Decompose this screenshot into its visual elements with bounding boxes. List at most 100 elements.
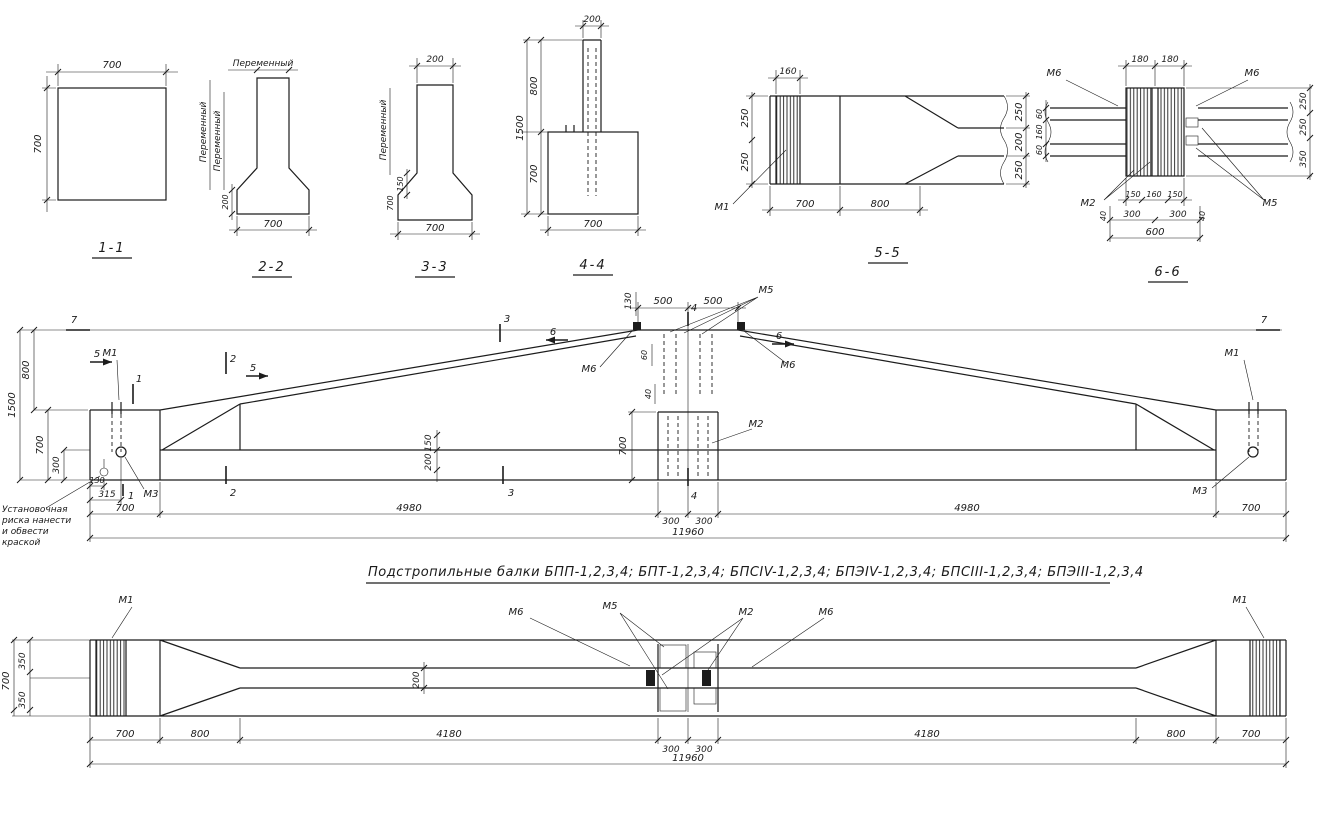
dimension-ticks <box>16 304 1290 542</box>
section-view-1-1: 700 700 1-1 <box>33 60 178 259</box>
note-line: риска нанести <box>1 516 71 526</box>
section-2-2-outline <box>236 77 310 215</box>
dim-label: 700 <box>529 164 540 183</box>
dim-label: 800 <box>190 729 209 740</box>
joint-plate-hatch <box>659 687 687 712</box>
break-lines <box>1044 101 1294 163</box>
dim-label: 500 <box>653 296 672 307</box>
section-label: 4-4 <box>579 258 606 273</box>
section-4-4-stem <box>565 39 602 132</box>
plan-view: М1 М6 М5 М2 М6 М1 700 350 350 200 700 80… <box>1 595 1290 768</box>
m6-embed-right <box>737 322 745 330</box>
dim-label: 800 <box>870 199 889 210</box>
dim-label: 130 <box>624 292 634 309</box>
mark-label-m1: М1 <box>103 348 118 359</box>
cut-mark-4: 4 <box>691 303 697 314</box>
section-3-3-outline <box>397 84 473 221</box>
cut-mark-5: 5 <box>250 363 256 374</box>
dim-label: 250 <box>1014 102 1025 121</box>
dim-label: 250 <box>740 152 751 171</box>
cut-mark-6: 6 <box>776 331 782 342</box>
section-mark-arrows <box>103 336 794 380</box>
section-label: 3-3 <box>421 260 448 275</box>
dim-label: Переменный <box>213 111 223 172</box>
dim-label: 700 <box>1241 729 1260 740</box>
dimension-ticks <box>748 74 1030 214</box>
dim-label: Переменный <box>199 102 209 163</box>
dim-label: 700 <box>795 199 814 210</box>
dimension-lines <box>521 20 646 236</box>
mark-label-m1: М1 <box>1225 348 1240 359</box>
m6-embed-left <box>633 322 641 330</box>
mark-label-m6: М6 <box>819 607 834 618</box>
section-view-4-4: 200 800 1500 700 700 4-4 <box>515 15 646 276</box>
dim-label: 500 <box>703 296 722 307</box>
embed-plate-hatch <box>776 96 800 184</box>
dim-label: 250 <box>740 108 751 127</box>
mark-label-m1: М1 <box>715 202 730 213</box>
section-label: 5-5 <box>874 246 901 261</box>
cut-mark-2: 2 <box>230 488 236 499</box>
dim-label: 700 <box>1241 503 1260 514</box>
dim-label: 700 <box>115 503 134 514</box>
dim-label: 180 <box>1161 55 1178 65</box>
dim-label: 200 <box>426 55 443 65</box>
dim-label: 800 <box>21 360 32 379</box>
section-4-4-base <box>547 131 639 215</box>
mark-label-m1: М1 <box>1233 595 1248 606</box>
dim-label: 350 <box>18 691 28 708</box>
dim-label: 300 <box>52 456 62 473</box>
dim-label-total: 11960 <box>672 527 704 538</box>
joint-plate-hatch <box>693 687 717 705</box>
dim-label: 150 <box>1167 190 1182 199</box>
dim-label: 300 <box>662 745 679 755</box>
dim-label: 1500 <box>7 392 18 417</box>
dim-label: 4180 <box>914 729 939 740</box>
dim-label: 300 <box>695 517 712 527</box>
anchor-dashed-lines <box>111 334 1259 476</box>
dimension-ticks <box>228 66 313 234</box>
dim-label: 350 <box>1299 150 1309 167</box>
dim-label: 4180 <box>436 729 461 740</box>
section-view-5-5: 160 250 250 250 200 250 700 800 М1 5-5 <box>715 67 1030 264</box>
dim-label: 60 <box>640 350 649 360</box>
section-label: 2-2 <box>258 260 285 275</box>
cut-mark-7: 7 <box>71 315 78 326</box>
m2-bolt <box>702 670 711 686</box>
mark-label-m3: М3 <box>1193 486 1208 497</box>
dim-label: 150 <box>1125 190 1140 199</box>
cut-mark-3: 3 <box>504 314 510 325</box>
dim-label: 315 <box>98 490 115 500</box>
dim-label: 800 <box>529 76 540 95</box>
mark-label-m2: М2 <box>739 607 754 618</box>
mark-label-m5: М5 <box>603 601 618 612</box>
dim-label: 160 <box>779 67 796 77</box>
break-line <box>1000 95 1008 185</box>
dim-label: 700 <box>102 60 121 71</box>
dim-label: 700 <box>1 671 12 690</box>
mark-label-m6: М6 <box>781 360 796 371</box>
title-text: Подстропильные балки БПП-1,2,3,4; БПТ-1,… <box>368 565 1144 580</box>
note-line: Установочная <box>2 505 68 515</box>
dim-label-total: 11960 <box>672 753 704 764</box>
dim-label: 160 <box>1035 124 1044 139</box>
dim-label: 200 <box>1014 132 1025 151</box>
drawing-title: Подстропильные балки БПП-1,2,3,4; БПТ-1,… <box>366 565 1144 584</box>
dim-label: 180 <box>1131 55 1148 65</box>
cut-mark-1: 1 <box>136 374 142 385</box>
m1-plate-hatch-right <box>1250 640 1280 716</box>
joint-plate-hatch <box>693 651 717 669</box>
dim-label: 200 <box>221 194 230 209</box>
dim-label: 700 <box>33 134 44 153</box>
mark-label-m6: М6 <box>1047 68 1062 79</box>
elevation-view: 1500 800 700 300 130 315 700 4980 300 30… <box>7 285 1290 542</box>
mark-label-m2: М2 <box>1081 198 1096 209</box>
anchor-dashed-lines <box>587 48 597 196</box>
dim-label: 700 <box>35 435 46 454</box>
dimension-ticks <box>1042 62 1314 242</box>
dim-label: 700 <box>583 219 602 230</box>
dimension-lines <box>389 58 480 240</box>
section-label: 1-1 <box>98 241 125 256</box>
